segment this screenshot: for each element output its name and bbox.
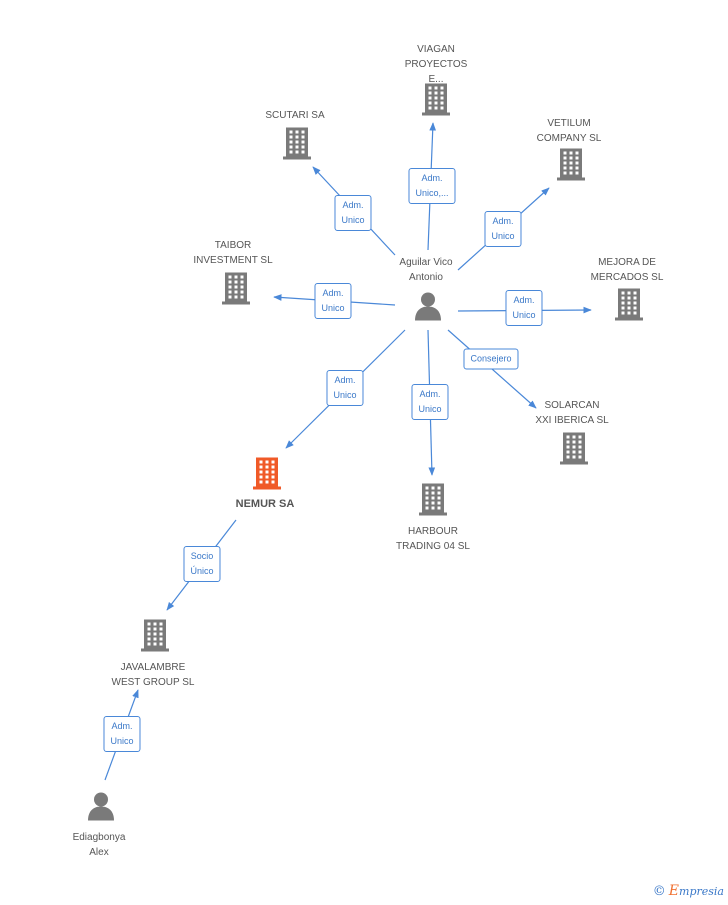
edge-label-nemur-javalambre[interactable]: Socio Único [183,546,221,582]
edge-label-aguilar-vetilum[interactable]: Adm. Unico [484,211,522,247]
building-icon-mejora[interactable] [614,287,644,326]
edge-label-aguilar-taibor[interactable]: Adm. Unico [314,283,352,319]
building-icon-taibor[interactable] [221,271,251,310]
building-icon-scutari[interactable] [282,126,312,165]
building-icon-solarcan[interactable] [559,431,589,470]
edge-label-aguilar-solarcan[interactable]: Consejero [463,348,519,370]
node-label-mejora[interactable]: MEJORA DE MERCADOS SL [590,257,664,283]
person-icon-aguilar[interactable] [413,291,443,326]
edge-label-aguilar-mejora[interactable]: Adm. Unico [505,290,543,326]
node-label-ediagbonya[interactable]: Ediagbonya Alex [72,832,126,858]
brand-initial: E [668,883,680,899]
edge-label-ediagbonya-javalambre[interactable]: Adm. Unico [103,716,141,752]
edge-label-aguilar-harbour[interactable]: Adm. Unico [411,384,449,420]
copyright-symbol: © [652,884,666,899]
edge-label-aguilar-scutari[interactable]: Adm. Unico [334,195,372,231]
node-label-javalambre[interactable]: JAVALAMBRE WEST GROUP SL [111,662,195,688]
brand-name: mpresia [679,885,724,898]
node-label-viagan[interactable]: VIAGAN PROYECTOS E... [404,44,468,85]
brand-watermark: ©Empresia [653,883,724,899]
edge-label-aguilar-viagan[interactable]: Adm. Unico,... [408,168,456,204]
node-label-solarcan[interactable]: SOLARCAN XXI IBERICA SL [535,400,609,426]
node-label-scutari[interactable]: SCUTARI SA [265,110,325,121]
building-icon-javalambre[interactable] [140,618,170,657]
node-label-harbour[interactable]: HARBOUR TRADING 04 SL [396,526,470,552]
building-icon-nemur[interactable] [252,456,282,495]
building-icon-vetilum[interactable] [556,147,586,186]
building-icon-harbour[interactable] [418,482,448,521]
node-label-aguilar[interactable]: Aguilar Vico Antonio [399,257,453,283]
edge-label-aguilar-nemur[interactable]: Adm. Unico [326,370,364,406]
person-icon-ediagbonya[interactable] [86,791,116,826]
building-icon-viagan[interactable] [421,82,451,121]
node-label-nemur[interactable]: NEMUR SA [235,498,295,510]
node-label-vetilum[interactable]: VETILUM COMPANY SL [536,118,602,144]
node-label-taibor[interactable]: TAIBOR INVESTMENT SL [193,240,273,266]
